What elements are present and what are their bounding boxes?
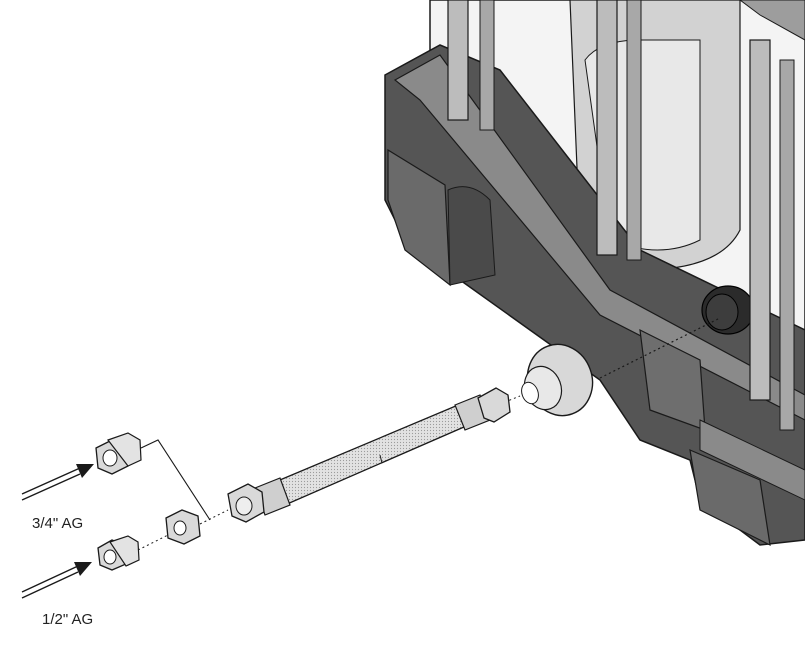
hose — [227, 387, 511, 523]
label-three-quarter-ag: 3/4" AG — [32, 515, 83, 532]
arrow-icon — [21, 562, 92, 599]
coupling-nut — [165, 509, 201, 545]
label-half-ag: 1/2" AG — [42, 611, 93, 628]
drain-cap-icon — [521, 343, 594, 417]
connection-line — [599, 317, 721, 379]
hex-nut-icon — [477, 387, 511, 423]
tank-base — [384, 0, 805, 547]
adapter-half — [97, 535, 140, 571]
leader-line — [140, 439, 211, 521]
arrow-icon — [21, 464, 94, 501]
adapter-three-quarter — [95, 432, 142, 475]
